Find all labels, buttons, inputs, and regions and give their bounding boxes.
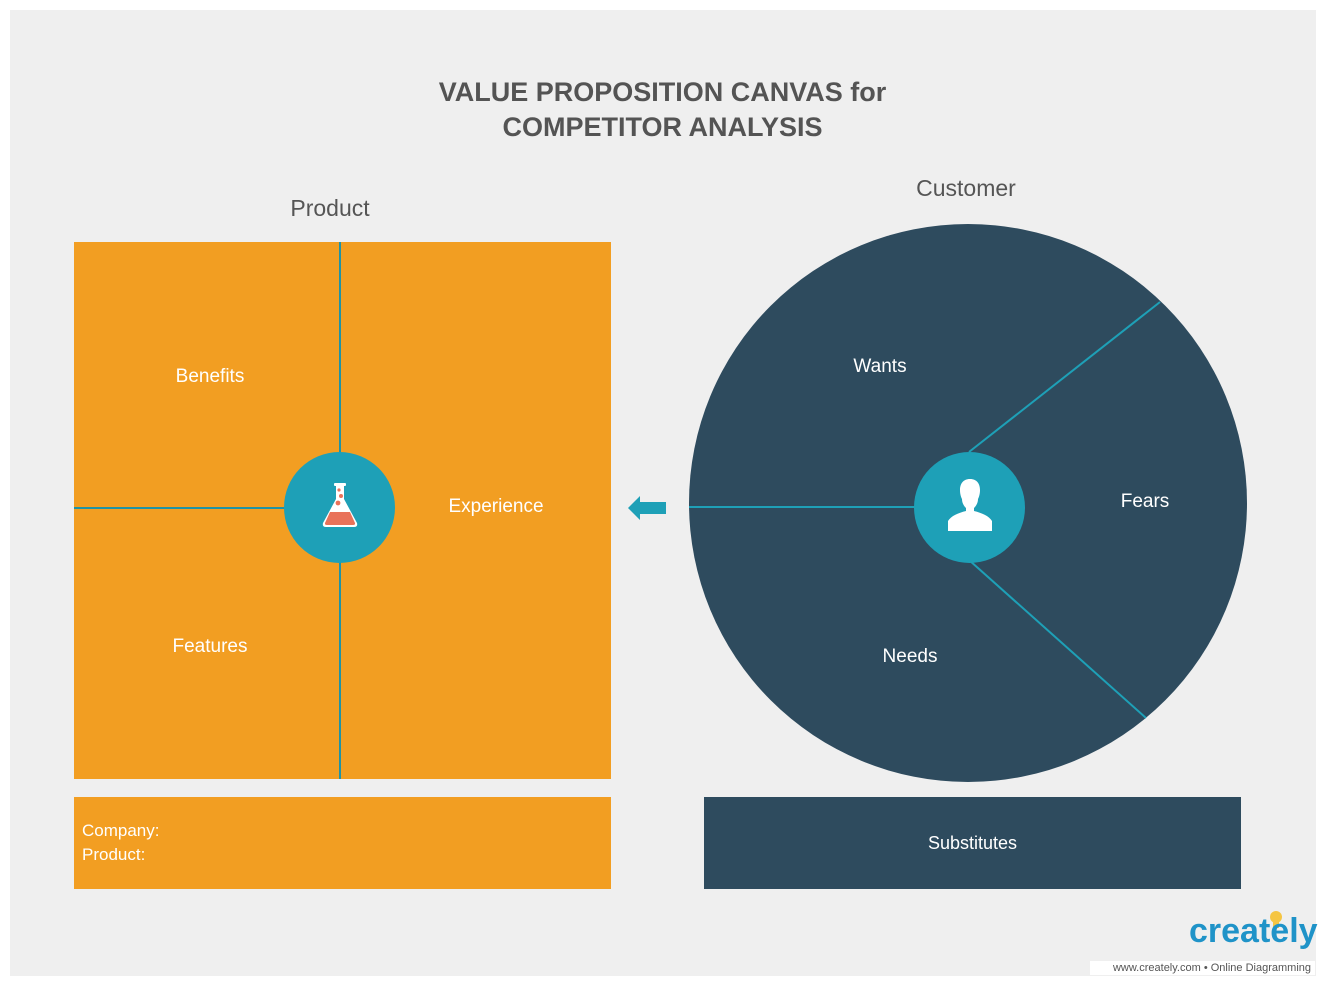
wants-label: Wants: [853, 356, 907, 377]
product-label: Product:: [82, 845, 146, 864]
fears-needs-divider: [968, 559, 1147, 719]
experience-label: Experience: [448, 496, 544, 517]
customer-heading: Customer: [916, 175, 1016, 201]
needs-label: Needs: [882, 646, 938, 667]
person-icon: [944, 477, 996, 538]
product-heading: Product: [290, 195, 370, 221]
creately-tagline: www.creately.com • Online Diagramming: [1090, 961, 1315, 975]
customer-center-badge: [914, 452, 1025, 563]
diagram-title-line-2: COMPETITOR ANALYSIS: [502, 112, 823, 142]
fears-label: Fears: [1120, 491, 1170, 512]
benefits-label: Benefits: [175, 366, 245, 387]
substitutes-box: Substitutes: [704, 797, 1241, 889]
features-label: Features: [172, 636, 248, 657]
company-label: Company:: [82, 821, 160, 840]
product-horizontal-divider: [74, 507, 340, 509]
flask-icon: [318, 481, 362, 534]
substitutes-label: Substitutes: [927, 832, 1018, 853]
arrow-left-icon: [628, 496, 666, 520]
diagram-title-line-1: VALUE PROPOSITION CANVAS for: [438, 77, 887, 107]
lightbulb-icon: [1270, 911, 1282, 928]
product-center-badge: [284, 452, 395, 563]
creately-logo: creately: [1189, 912, 1318, 950]
company-product-box: Company: Product:: [74, 797, 611, 889]
wants-fears-divider: [968, 301, 1161, 453]
